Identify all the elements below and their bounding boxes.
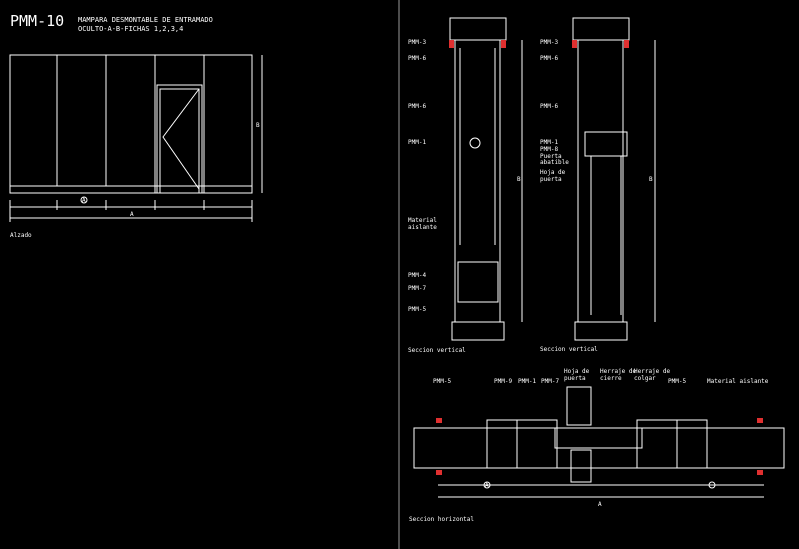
v2-dim-b: B xyxy=(649,176,653,183)
svg-text:PMM-6: PMM-6 xyxy=(408,55,426,62)
v2-caption: Seccion vertical xyxy=(540,346,598,353)
svg-text:PMM-3: PMM-3 xyxy=(408,39,426,46)
v1-dim-b: B xyxy=(517,176,521,183)
svg-text:PMM-7: PMM-7 xyxy=(408,285,426,292)
svg-text:Hoja de: Hoja de xyxy=(564,368,590,375)
vertical-section-1: B PMM-3 PMM-6 PMM-6 PMM-1 Material aisla… xyxy=(408,17,523,354)
svg-text:abatible: abatible xyxy=(540,159,569,166)
drawing-code: PMM-10 xyxy=(10,12,64,30)
svg-text:PMM-8: PMM-8 xyxy=(540,146,558,153)
svg-text:Material aislante: Material aislante xyxy=(707,378,769,385)
svg-text:PMM-6: PMM-6 xyxy=(540,55,558,62)
svg-text:puerta: puerta xyxy=(540,176,562,183)
svg-text:Herraje de: Herraje de xyxy=(600,368,637,375)
svg-text:PMM-1: PMM-1 xyxy=(518,378,536,385)
svg-text:PMM-3: PMM-3 xyxy=(540,39,558,46)
svg-text:PMM-4: PMM-4 xyxy=(408,272,426,279)
elevation-module-label: A xyxy=(82,197,86,204)
svg-text:colgar: colgar xyxy=(634,375,656,382)
svg-text:PMM-1: PMM-1 xyxy=(540,139,558,146)
elevation-caption: Alzado xyxy=(10,232,32,239)
svg-text:PMM-5: PMM-5 xyxy=(433,378,451,385)
svg-text:PMM-1: PMM-1 xyxy=(408,139,426,146)
svg-text:cierre: cierre xyxy=(600,375,622,382)
svg-text:Hoja de: Hoja de xyxy=(540,169,566,176)
h-module-label: A xyxy=(485,482,489,489)
svg-text:PMM-6: PMM-6 xyxy=(540,103,558,110)
svg-text:PMM-5: PMM-5 xyxy=(408,306,426,313)
svg-text:Material: Material xyxy=(408,217,437,224)
svg-text:PMM-9: PMM-9 xyxy=(494,378,512,385)
svg-text:PMM-7: PMM-7 xyxy=(541,378,559,385)
svg-text:Puerta: Puerta xyxy=(540,153,562,160)
svg-text:puerta: puerta xyxy=(564,375,586,382)
elevation-view: A A B Alzado xyxy=(9,54,263,239)
svg-text:Herraje de: Herraje de xyxy=(634,368,671,375)
vertical-section-2: B PMM-3 PMM-6 PMM-6 PMM-1 PMM-8 Puerta a… xyxy=(540,17,656,353)
svg-text:PMM-5: PMM-5 xyxy=(668,378,686,385)
drawing-title-line2: OCULTO-A-B-FICHAS 1,2,3,4 xyxy=(78,25,183,33)
elevation-dim-a: A xyxy=(130,211,134,218)
svg-text:PMM-6: PMM-6 xyxy=(408,103,426,110)
h-dim-a: A xyxy=(598,501,602,508)
v1-caption: Seccion vertical xyxy=(408,347,466,354)
elevation-dim-b: B xyxy=(256,122,260,129)
svg-text:aislante: aislante xyxy=(408,224,437,231)
drawing-title-line1: MAMPARA DESMONTABLE DE ENTRAMADO xyxy=(78,16,213,24)
horizontal-section: A A PMM-5 PMM-9 PMM-1 PMM-7 Hoja de puer… xyxy=(409,368,785,523)
h-caption: Seccion horizontal xyxy=(409,516,474,523)
